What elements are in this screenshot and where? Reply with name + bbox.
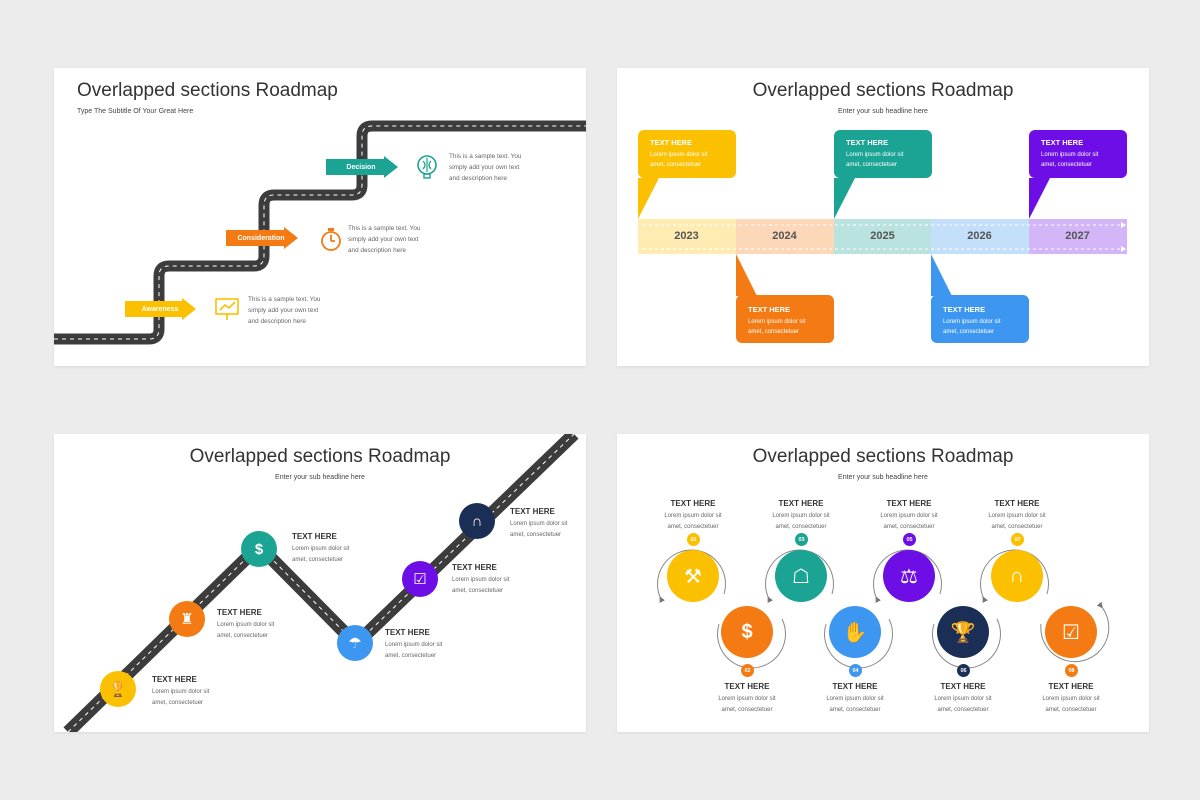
- step-number-05: 05: [903, 533, 916, 546]
- step-decision-label: Decision: [346, 163, 376, 171]
- dollar-umbrella-icon: $: [721, 606, 773, 658]
- stopwatch-icon: [321, 228, 341, 251]
- slide-subtitle: Enter your sub headline here: [275, 474, 365, 481]
- slide-stair-road-roadmap: Overlapped sections Roadmap Type The Sub…: [54, 68, 586, 366]
- year-2024: 2024: [772, 230, 797, 242]
- slide-zigzag-road-roadmap: Overlapped sections Roadmap Enter your s…: [54, 434, 586, 732]
- dollar-umbrella-icon: $: [241, 531, 277, 567]
- presentation-chart-icon: [215, 298, 239, 320]
- slide-subtitle: Type The Subtitle Of Your Great Here: [77, 108, 194, 115]
- gavel-icon: ⚒: [667, 550, 719, 602]
- step-number-04: 04: [849, 664, 862, 677]
- trophy-icon: 🏆: [937, 606, 989, 658]
- timeline-band: [638, 178, 1127, 296]
- umbrella-icon: ☂: [337, 625, 373, 661]
- step-consideration-label: Consideration: [237, 234, 285, 242]
- step-number-07: 07: [1011, 533, 1024, 546]
- slide-circle-cycle-roadmap: Overlapped sections Roadmap Enter your s…: [617, 434, 1149, 732]
- slide-year-timeline-roadmap: Overlapped sections Roadmap Enter your s…: [617, 68, 1149, 366]
- checklist-icon: ☑: [402, 561, 438, 597]
- step-awareness-label: Awareness: [141, 305, 179, 313]
- year-2025: 2025: [870, 230, 895, 242]
- meeting-icon: ☖: [775, 550, 827, 602]
- year-2026: 2026: [967, 230, 992, 242]
- magnet-icon: ∩: [991, 550, 1043, 602]
- checklist-icon: ☑: [1045, 606, 1097, 658]
- step-number-01: 01: [687, 533, 700, 546]
- handshake-icon: ✋: [829, 606, 881, 658]
- step-arrows: [125, 156, 398, 320]
- step-number-06: 06: [957, 664, 970, 677]
- slide-title: Overlapped sections Roadmap: [752, 446, 1014, 467]
- step-number-08: 08: [1065, 664, 1078, 677]
- year-2027: 2027: [1065, 230, 1090, 242]
- slide-subtitle: Enter your sub headline here: [838, 108, 928, 115]
- chess-icon: ♜: [169, 601, 205, 637]
- brain-icon: [417, 155, 437, 179]
- year-2023: 2023: [674, 230, 699, 242]
- trophy-icon: 🏆: [100, 671, 136, 707]
- scales-icon: ⚖: [883, 550, 935, 602]
- zigzag-road: [63, 434, 579, 732]
- slide-title: Overlapped sections Roadmap: [77, 80, 338, 101]
- slide-subtitle: Enter your sub headline here: [838, 474, 928, 481]
- slide-title: Overlapped sections Roadmap: [189, 446, 451, 467]
- step-number-03: 03: [795, 533, 808, 546]
- slide-title: Overlapped sections Roadmap: [752, 80, 1014, 101]
- magnet-icon: ∩: [459, 503, 495, 539]
- step-number-02: 02: [741, 664, 754, 677]
